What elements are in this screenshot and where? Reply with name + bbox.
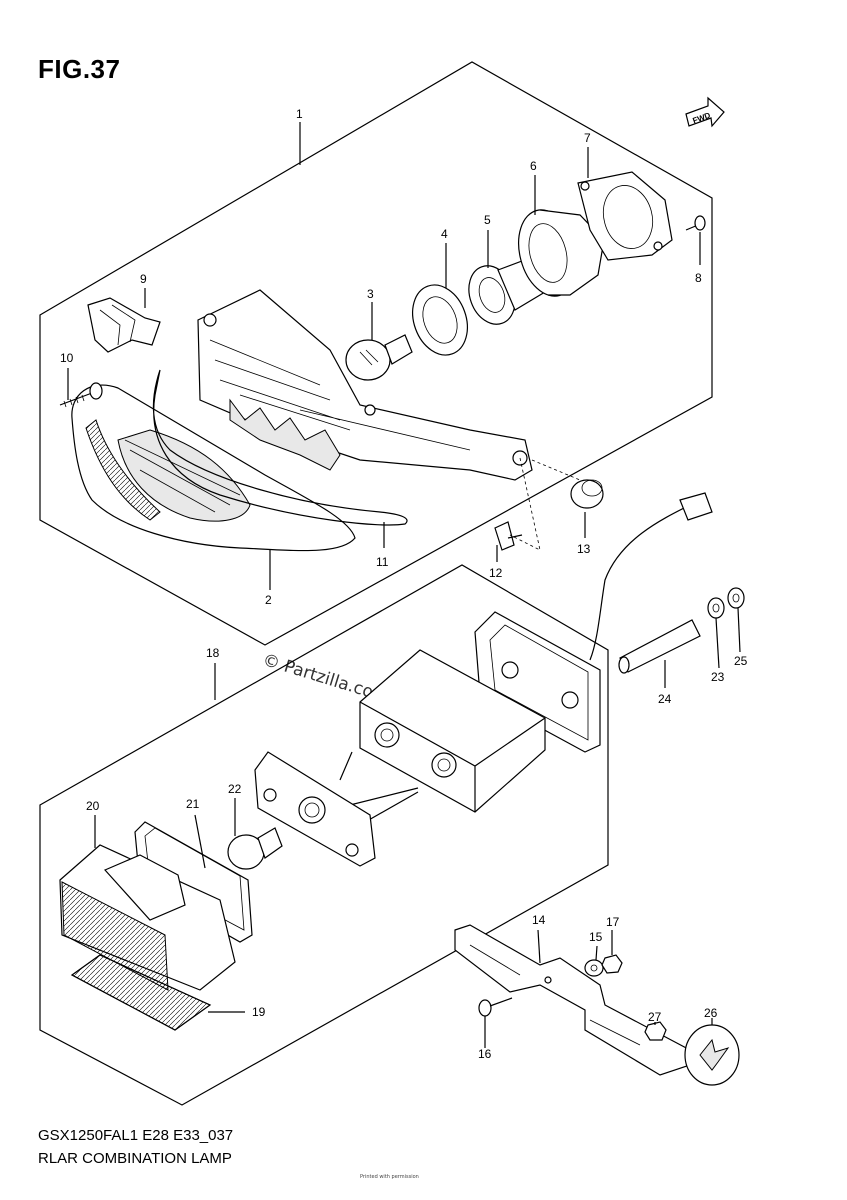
page-title: FIG.37 [38,54,121,84]
part-27-nut [644,1021,667,1041]
callout-27: 27 [648,1010,662,1024]
part-25-nut [727,587,745,609]
wire-harness [589,504,691,661]
callout-17: 17 [606,915,620,929]
part-22-bulb [227,827,283,870]
callout-3: 3 [367,287,374,301]
part-4-cover-ring [412,284,468,356]
callout-numbers: 1 2 3 4 5 6 7 8 9 10 11 12 13 14 15 16 1… [60,107,748,1061]
callout-22: 22 [228,782,242,796]
callout-13: 13 [577,542,591,556]
part-7-gasket-plate [577,171,673,261]
callout-16: 16 [478,1047,492,1061]
callout-15: 15 [589,930,603,944]
callout-6: 6 [530,159,537,173]
callout-2: 2 [265,593,272,607]
part-26-reflector-cap [684,1024,740,1086]
part-11-lens-gasket [152,369,408,526]
callout-24: 24 [658,692,672,706]
callout-8: 8 [695,271,702,285]
callout-26: 26 [704,1006,718,1020]
callout-25: 25 [734,654,748,668]
license-lamp-housing [359,649,546,813]
part-12-bolt [494,521,523,551]
part-3-bulb [345,334,413,381]
callout-21: 21 [186,797,200,811]
callout-19: 19 [252,1005,266,1019]
part-1-lamp-housing [197,289,533,481]
part-20-lens [59,844,236,991]
model-code: GSX1250FAL1 E28 E33_037 [38,1127,234,1144]
part-8-screw [685,215,706,231]
base-gasket [474,611,601,753]
part-10-screw [59,382,103,408]
leader-lines [67,122,741,1048]
group-frame-1 [39,61,713,646]
callout-23: 23 [711,670,725,684]
callout-1: 1 [296,107,303,121]
callout-7: 7 [584,131,591,145]
fwd-arrow-icon: FWD [685,96,725,128]
part-15-washer [584,959,604,977]
group-frame-18 [39,564,609,1106]
part-9-clip [87,297,161,353]
callout-14: 14 [532,913,546,927]
part-24-spacer [618,619,701,674]
callout-9: 9 [140,272,147,286]
socket-plate [254,751,376,867]
part-23-washer [707,597,725,619]
part-17-nut [601,954,623,974]
callout-11: 11 [376,555,389,569]
callout-4: 4 [441,227,448,241]
part-16-screw [478,997,513,1017]
callout-18: 18 [206,646,220,660]
part-13-collar [570,479,604,509]
part-19-reflector [70,954,212,1031]
callout-12: 12 [489,566,503,580]
footer-fine-print: Printed with permission [360,1174,419,1180]
callout-10: 10 [60,351,74,365]
diagram-name: RLAR COMBINATION LAMP [38,1150,232,1167]
callout-20: 20 [86,799,100,813]
part-6-retainer [518,209,605,297]
callout-5: 5 [484,213,491,227]
